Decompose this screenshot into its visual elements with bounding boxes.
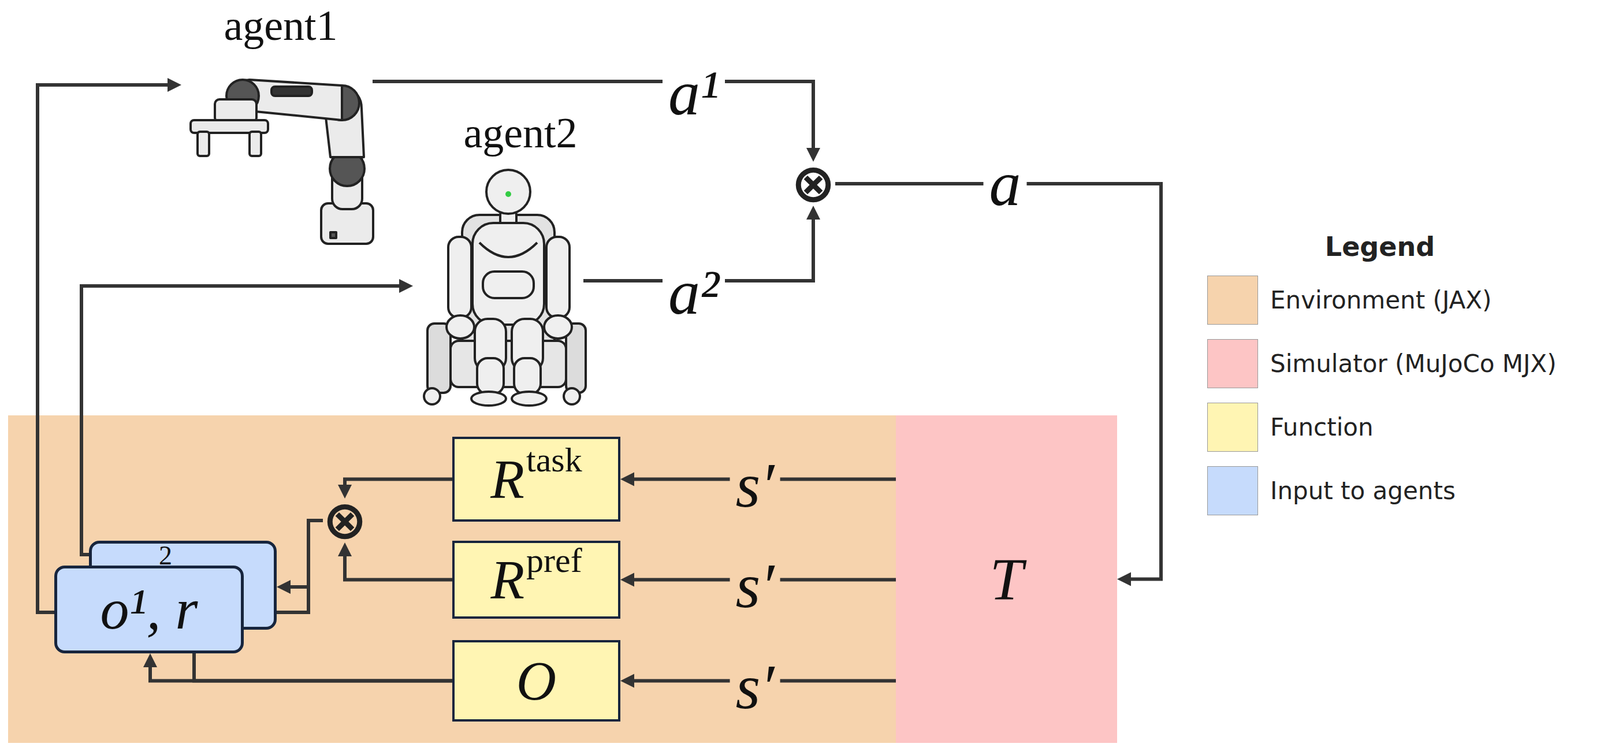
illustration-part bbox=[427, 323, 451, 393]
legend-text: Input to agents bbox=[1270, 478, 1456, 504]
legend-text: Environment (JAX) bbox=[1270, 288, 1492, 313]
robot-arm bbox=[190, 79, 374, 244]
arrow-head bbox=[337, 542, 352, 557]
connector-line bbox=[81, 285, 402, 555]
simulator-region: T bbox=[895, 415, 1118, 743]
signal-label: s′ bbox=[730, 553, 781, 618]
signal-label: s′ bbox=[730, 655, 781, 719]
legend-text: Function bbox=[1270, 415, 1374, 440]
illustration-part bbox=[563, 388, 580, 405]
arrow-head bbox=[620, 674, 635, 688]
function-symbol: R bbox=[490, 451, 525, 508]
connector-line bbox=[344, 553, 453, 580]
illustration-part bbox=[446, 315, 475, 339]
arrow-head bbox=[276, 579, 291, 594]
legend-swatch bbox=[1207, 275, 1259, 325]
agent-node: agent2 bbox=[412, 168, 584, 404]
agent-label: agent1 bbox=[223, 4, 338, 47]
arrow-head bbox=[167, 77, 182, 92]
combine-operator: ⊗ bbox=[322, 498, 367, 543]
illustration-part bbox=[249, 131, 262, 156]
superscript-text: task bbox=[526, 442, 583, 478]
illustration-part bbox=[511, 391, 547, 406]
illustration-part bbox=[472, 222, 545, 325]
legend-heading: Legend bbox=[1325, 233, 1435, 260]
signal-label: a bbox=[983, 151, 1028, 216]
arrow-head bbox=[620, 572, 635, 587]
illustration-part bbox=[505, 191, 512, 197]
illustration-part bbox=[197, 131, 210, 156]
illustration-part bbox=[479, 242, 538, 258]
illustration-part bbox=[271, 86, 312, 96]
legend-swatch bbox=[1207, 339, 1259, 389]
connector-line bbox=[288, 520, 323, 587]
illustration-part bbox=[448, 236, 472, 318]
illustration-part bbox=[477, 358, 504, 394]
connector-line bbox=[372, 81, 814, 151]
signal-label: a¹ bbox=[662, 61, 725, 125]
arrow-head bbox=[399, 278, 413, 293]
illustration-part bbox=[546, 236, 570, 318]
function-box: Rtask bbox=[452, 436, 621, 522]
observation-reward: o¹, r bbox=[100, 580, 199, 639]
legend-swatch bbox=[1207, 466, 1259, 516]
connector-line bbox=[37, 84, 170, 613]
legend-swatch bbox=[1207, 402, 1259, 452]
arrow-head bbox=[337, 484, 352, 499]
superscript-text: pref bbox=[526, 542, 583, 578]
arrow-head bbox=[806, 147, 821, 162]
illustration-part bbox=[330, 232, 337, 238]
arrow-head bbox=[1117, 572, 1131, 587]
illustration-part bbox=[486, 169, 531, 214]
illustration-part bbox=[450, 340, 567, 388]
arrow-head bbox=[620, 472, 635, 487]
illustration-part bbox=[482, 271, 534, 299]
operator-symbol: ⊗ bbox=[322, 498, 367, 543]
function-symbol: O bbox=[516, 653, 557, 709]
illustration-part bbox=[423, 388, 441, 405]
agent-input-box: o¹, r bbox=[54, 565, 244, 654]
agent-label: agent2 bbox=[463, 111, 578, 155]
signal-label: s′ bbox=[730, 453, 781, 517]
agent-node: agent1 bbox=[181, 61, 373, 245]
illustration-part bbox=[514, 358, 541, 394]
operator-symbol: ⊗ bbox=[790, 161, 836, 206]
arrow-head bbox=[806, 205, 821, 220]
function-box: O bbox=[452, 640, 621, 722]
function-symbol: R bbox=[490, 552, 525, 608]
function-box: Rpref bbox=[452, 540, 621, 619]
signal-label: a² bbox=[662, 260, 725, 325]
arrow-head bbox=[143, 653, 158, 668]
illustration-part bbox=[471, 391, 506, 406]
wheelchair-humanoid bbox=[423, 169, 586, 406]
illustration-part bbox=[544, 315, 572, 339]
transition-symbol: T bbox=[990, 549, 1024, 610]
legend-text: Simulator (MuJoCo MJX) bbox=[1270, 351, 1557, 377]
combine-operator: ⊗ bbox=[791, 161, 836, 206]
connector-line bbox=[344, 479, 453, 488]
